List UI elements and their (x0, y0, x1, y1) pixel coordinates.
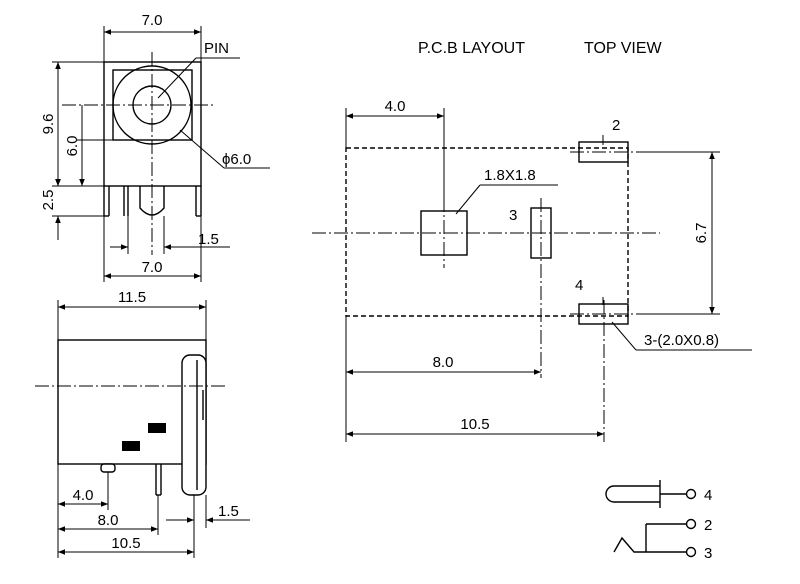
schematic-pin-4-label: 4 (704, 487, 712, 504)
pcb-dim-8-0-label: 8.0 (433, 354, 454, 371)
side-dim-8-0-label: 8.0 (98, 512, 119, 529)
height-9-6-label: 9.6 (40, 114, 57, 135)
terminal-4 (685, 488, 697, 500)
schematic-pin-3-label: 3 (704, 545, 712, 562)
pin-label: PIN (204, 40, 229, 57)
contact-marker-2 (122, 441, 140, 451)
height-2-5-label: 2.5 (40, 190, 57, 211)
pin-center-rear (139, 186, 165, 216)
schematic-pin-2-label: 2 (704, 517, 712, 534)
side-pin-1 (100, 463, 116, 473)
contact-marker-1 (148, 423, 166, 433)
top-view-title: TOP VIEW (584, 40, 663, 57)
pcb-dim-4-0-label: 4.0 (385, 98, 406, 115)
pcb-layout-title: P.C.B LAYOUT (418, 40, 525, 57)
height-6-0-label: 6.0 (64, 136, 81, 157)
side-view: 11.5 4.0 8.0 10.5 1.5 (35, 289, 250, 558)
diameter-label: ϕ6.0 (222, 151, 251, 168)
terminal-3 (685, 546, 697, 558)
side-dim-4-0-label: 4.0 (73, 487, 94, 504)
side-length-label: 11.5 (118, 289, 146, 306)
front-width-bottom-label: 7.0 (142, 259, 163, 276)
pin-spacing-label: 1.5 (198, 231, 219, 248)
side-dim-1-5-label: 1.5 (218, 503, 239, 520)
terminal-2 (685, 518, 697, 530)
plug-symbol (605, 485, 660, 503)
slot-size-label: 3-(2.0X0.8) (644, 332, 719, 349)
front-width-top-label: 7.0 (142, 12, 163, 29)
pcb-outline (345, 147, 629, 317)
front-view: 7.0 PIN 9.6 6.0 2.5 ϕ6.0 1.5 7 (40, 12, 270, 282)
schematic: 4 2 3 (605, 480, 712, 562)
pin-3-label: 3 (509, 207, 517, 224)
side-front-flange (181, 354, 207, 496)
side-dim-10-5-label: 10.5 (111, 535, 140, 552)
pcb-layout: P.C.B LAYOUT TOP VIEW 1.8X1.8 3 2 4 4.0 (312, 40, 752, 442)
pin-2-label: 2 (612, 117, 620, 134)
pad-size-label: 1.8X1.8 (484, 167, 536, 184)
pin-4-label: 4 (575, 277, 583, 294)
pcb-dim-6-7-label: 6.7 (693, 223, 710, 244)
pcb-dim-10-5-label: 10.5 (460, 416, 489, 433)
switch-contact (613, 536, 686, 553)
